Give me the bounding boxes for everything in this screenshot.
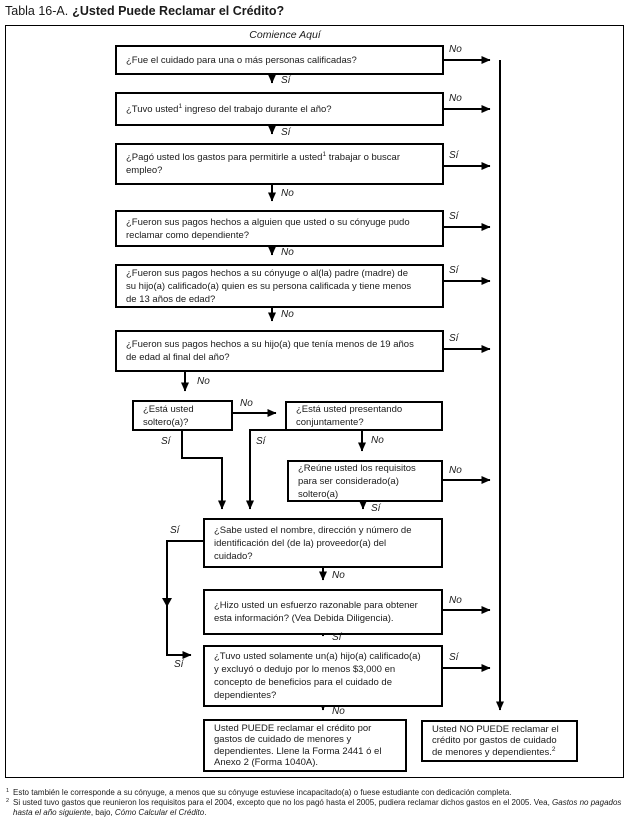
node-text: cuidado? [214,550,253,562]
branch-label-no: No [197,376,210,387]
flow-node-can-claim: Usted PUEDE reclamar el crédito por gast… [203,719,407,772]
flow-node-one-child-3000-benefits: ¿Tuvo usted solamente un(a) hijo(a) cali… [203,645,443,707]
node-text: de 13 años de edad? [126,293,216,305]
wire-q10-si-midarrow [162,598,172,607]
node-text: y excluyó o dedujo por lo menos $3,000 e… [214,664,396,675]
flow-node-dependent-provider: ¿Fueron sus pagos hechos a alguien que u… [115,210,444,247]
branch-label-no: No [240,398,253,409]
branch-label-si: Sí [281,75,291,86]
flow-node-spouse-or-parent-provider: ¿Fueron sus pagos hechos a su cónyuge o … [115,264,444,308]
branch-label-si: Sí [449,333,459,344]
wire-q8-si [246,429,286,510]
branch-label-si: Sí [174,659,184,670]
flow-node-reasonable-effort: ¿Hizo usted un esfuerzo razonable para o… [203,589,443,635]
flow-node-earned-income: ¿Tuvo usted1 ingreso del trabajo durante… [115,92,444,126]
branch-label-no: No [449,93,462,104]
node-text: Usted PUEDE reclamar el crédito por [214,722,372,734]
node-text: ¿Está usted presentando [296,404,403,415]
branch-label-no: No [449,595,462,606]
node-text: de edad al final del año? [126,352,230,363]
branch-label-si: Sí [332,632,342,643]
node-text: ¿Reúne usted los requisitos [298,462,416,474]
flow-node-child-under-19: ¿Fueron sus pagos hechos a su hijo(a) qu… [115,330,444,372]
branch-label-no: No [449,465,462,476]
footnote-ref-1: 1 [322,151,327,158]
wire-q7-si [181,431,226,510]
flow-node-work-expenses: ¿Pagó usted los gastos para permitirle a… [115,143,444,185]
branch-label-si: Sí [256,436,266,447]
footnote-2-text: Si usted tuvo gastos que reunieron los r… [13,798,553,807]
node-text: ¿Sabe usted el nombre, dirección y númer… [214,524,412,536]
node-text: para ser considerado(a) [298,475,399,487]
node-text: conjuntamente? [296,417,364,428]
branch-label-no: No [332,570,345,581]
node-text: ¿Fueron sus pagos hechos a alguien que u… [126,216,410,228]
start-here-label: Comience Aquí [249,29,321,41]
node-text: de menores y dependientes.2 [432,745,556,758]
branch-label-si: Sí [449,652,459,663]
node-text: empleo? [126,165,163,176]
figure-title: Tabla 16-A.¿Usted Puede Reclamar el Créd… [5,4,284,18]
branch-label-no: No [281,188,294,199]
footnote-2-ref-section: Cómo Calcular el Crédito [114,808,205,817]
flow-node-considered-unmarried: ¿Reúne usted los requisitos para ser con… [287,460,443,502]
node-text: ¿Fue el cuidado para una o más personas … [126,54,357,66]
node-text: identificación del (de la) proveedor(a) … [214,537,387,549]
node-text: ¿Hizo usted un esfuerzo razonable para o… [214,600,418,611]
node-text: soltero(a) [298,488,339,500]
wire-q10-si [166,540,203,659]
node-text: ¿Fueron sus pagos hechos a su hijo(a) qu… [126,339,414,350]
branch-label-no: No [281,309,294,320]
branch-label-si: Sí [449,211,459,222]
flow-node-filing-jointly: ¿Está usted presentando conjuntamente? [285,401,443,431]
flow-node-provider-info: ¿Sabe usted el nombre, dirección y númer… [203,518,443,568]
node-text: Anexo 2 (Forma 1040A). [214,757,319,768]
node-text: ¿Está usted [143,403,194,415]
node-text: dependientes. Llene la Forma 2441 ó el [214,745,382,757]
footnote-2-ref-title: Gastos no pagados hasta el año siguiente [13,798,622,817]
node-text: reclamar como dependiente? [126,229,250,241]
node-text: dependientes? [214,690,277,701]
footnote-ref-1: 1 [178,102,183,110]
node-text: ¿Pagó usted los gastos para permitirle a… [126,151,401,163]
node-text: su hijo(a) calificado(a) quien es su per… [126,280,412,292]
node-text: soltero(a)? [143,416,189,428]
figure-title-number: Tabla 16-A. [5,4,69,18]
node-text: Usted NO PUEDE reclamar el [432,723,559,735]
node-text: crédito por gastos de cuidado [432,735,557,747]
branch-label-si: Sí [449,150,459,161]
branch-label-si: Sí [170,525,180,536]
flow-node-single: ¿Está usted soltero(a)? [132,400,233,431]
branch-label-si: Sí [281,127,291,138]
node-text: concepto de beneficios para el cuidado d… [214,677,392,688]
branch-label-no: No [332,706,345,717]
branch-label-si: Sí [161,436,171,447]
figure-title-text: ¿Usted Puede Reclamar el Crédito? [72,4,285,18]
branch-label-no: No [281,247,294,258]
flow-node-cannot-claim: Usted NO PUEDE reclamar el crédito por g… [421,720,578,762]
node-text: esta información? (Vea Debida Diligencia… [214,613,394,624]
node-text: ¿Tuvo usted solamente un(a) hijo(a) cali… [214,651,421,662]
flow-node-qualified-person: ¿Fue el cuidado para una o más personas … [115,45,444,75]
branch-label-no: No [371,435,384,446]
branch-label-no: No [449,44,462,55]
node-text: ¿Fueron sus pagos hechos a su cónyuge o … [126,267,408,279]
footnote-1-text: Esto también le corresponde a su cónyuge… [13,788,512,797]
node-text: gastos de cuidado de menores y [214,734,352,745]
footnote-ref-2: 2 [551,745,556,753]
branch-label-si: Sí [449,265,459,276]
node-text: ¿Tuvo usted1 ingreso del trabajo durante… [126,102,332,115]
branch-label-si: Sí [371,503,381,514]
